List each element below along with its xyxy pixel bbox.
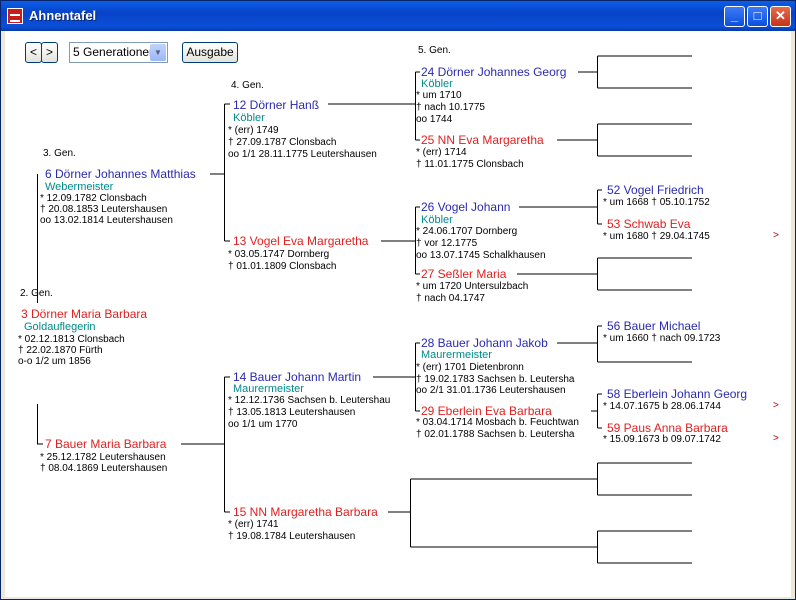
person-25-name[interactable]: 25 NN Eva Margaretha bbox=[421, 133, 544, 147]
person-14-occupation: Maurermeister bbox=[233, 383, 304, 395]
person-59-more-indicator[interactable]: > bbox=[773, 433, 779, 444]
person-14-name[interactable]: 14 Bauer Johann Martin bbox=[233, 370, 362, 384]
close-icon: ✕ bbox=[775, 8, 786, 23]
next-button[interactable]: > bbox=[41, 42, 58, 63]
person-29-name[interactable]: 29 Eberlein Eva Barbara bbox=[421, 404, 552, 418]
person-27-name[interactable]: 27 Seßler Maria bbox=[421, 267, 507, 281]
person-25-death: † 11.01.1775 Clonsbach bbox=[416, 159, 524, 170]
person-58-more-indicator[interactable]: > bbox=[773, 400, 779, 411]
person-12-birth: * (err) 1749 bbox=[228, 125, 279, 136]
person-26-marriage: oo 13.07.1745 Schalkhausen bbox=[416, 250, 546, 261]
person-26-name[interactable]: 26 Vogel Johann bbox=[421, 200, 511, 214]
person-14-marriage: oo 1/1 um 1770 bbox=[228, 419, 298, 430]
person-28-death: † 19.02.1783 Sachsen b. Leutersha bbox=[416, 374, 575, 385]
person-24-occupation: Köbler bbox=[421, 78, 453, 90]
person-28-occupation: Maurermeister bbox=[421, 349, 492, 361]
person-53-dates: * um 1680 † 29.04.1745 bbox=[603, 231, 710, 242]
person-13-birth: * 03.05.1747 Dornberg bbox=[228, 249, 330, 260]
minimize-button[interactable]: _ bbox=[724, 6, 745, 27]
person-7-death: † 08.04.1869 Leutershausen bbox=[40, 463, 168, 474]
minimize-icon: _ bbox=[730, 8, 739, 23]
person-53-more-indicator[interactable]: > bbox=[773, 230, 779, 241]
chevron-down-icon[interactable]: ▼ bbox=[150, 44, 166, 61]
output-button[interactable]: Ausgabe bbox=[182, 42, 238, 63]
close-button[interactable]: ✕ bbox=[770, 6, 791, 27]
person-59-dates: * 15.09.1673 b 09.07.1742 bbox=[603, 434, 721, 445]
generations-select[interactable]: 5 Generationen ▼ bbox=[69, 42, 168, 63]
person-52-name[interactable]: 52 Vogel Friedrich bbox=[607, 183, 704, 197]
person-14-birth: * 12.12.1736 Sachsen b. Leutershau bbox=[228, 395, 391, 406]
person-6-name[interactable]: 6 Dörner Johannes Matthias bbox=[45, 167, 196, 181]
title-bar[interactable]: Ahnentafel _ □ ✕ bbox=[1, 1, 795, 31]
person-28-marriage: oo 2/1 31.01.1736 Leutershausen bbox=[416, 385, 566, 396]
person-12-name[interactable]: 12 Dörner Hanß bbox=[233, 98, 320, 112]
person-15-death: † 19.08.1784 Leutershausen bbox=[228, 531, 356, 542]
person-27-death: † nach 04.1747 bbox=[416, 293, 485, 304]
pedigree-chart-area: < > 5 Generationen ▼ Ausgabe bbox=[5, 31, 791, 597]
person-15-name[interactable]: 15 NN Margaretha Barbara bbox=[233, 505, 378, 519]
person-6-occupation: Webermeister bbox=[45, 181, 114, 193]
person-25-birth: * (err) 1714 bbox=[416, 147, 467, 158]
person-24-death: † nach 10.1775 bbox=[416, 102, 485, 113]
maximize-icon: □ bbox=[753, 8, 762, 23]
person-24-name[interactable]: 24 Dörner Johannes Georg bbox=[421, 65, 567, 79]
person-24-marriage: oo 1744 bbox=[416, 114, 453, 125]
person-7-birth: * 25.12.1782 Leutershausen bbox=[40, 452, 166, 463]
person-52-dates: * um 1668 † 05.10.1752 bbox=[603, 197, 710, 208]
person-56-name[interactable]: 56 Bauer Michael bbox=[607, 319, 701, 333]
person-6-birth: * 12.09.1782 Clonsbach bbox=[40, 193, 147, 204]
person-56-dates: * um 1660 † nach 09.1723 bbox=[603, 333, 721, 344]
person-27-birth: * um 1720 Untersulzbach bbox=[416, 281, 529, 292]
person-3-marriage: o-o 1/2 um 1856 bbox=[18, 356, 91, 367]
person-26-occupation: Köbler bbox=[421, 214, 453, 226]
person-58-dates: * 14.07.1675 b 28.06.1744 bbox=[603, 401, 721, 412]
person-12-occupation: Köbler bbox=[233, 112, 265, 124]
person-28-name[interactable]: 28 Bauer Johann Jakob bbox=[421, 336, 548, 350]
person-28-birth: * (err) 1701 Dietenbronn bbox=[416, 362, 524, 373]
person-26-death: † vor 12.1775 bbox=[416, 238, 478, 249]
person-3-death: † 22.02.1870 Fürth bbox=[18, 345, 103, 356]
person-14-death: † 13.05.1813 Leutershausen bbox=[228, 407, 356, 418]
person-3-name[interactable]: 3 Dörner Maria Barbara bbox=[21, 307, 148, 321]
app-flag-icon bbox=[7, 8, 23, 24]
gen-label-4: 4. Gen. bbox=[231, 80, 264, 91]
person-7-name[interactable]: 7 Bauer Maria Barbara bbox=[45, 437, 167, 451]
pedigree-connector-lines bbox=[37, 55, 692, 564]
person-15-birth: * (err) 1741 bbox=[228, 519, 279, 530]
gen-label-3: 3. Gen. bbox=[43, 148, 76, 159]
generations-select-value: 5 Generationen bbox=[73, 45, 156, 59]
person-13-name[interactable]: 13 Vogel Eva Margaretha bbox=[233, 234, 369, 248]
person-6-death: † 20.08.1853 Leutershausen bbox=[40, 204, 168, 215]
person-24-birth: * um 1710 bbox=[416, 90, 462, 101]
person-13-death: † 01.01.1809 Clonsbach bbox=[228, 261, 337, 272]
maximize-button[interactable]: □ bbox=[747, 6, 768, 27]
person-3-birth: * 02.12.1813 Clonsbach bbox=[18, 334, 125, 345]
person-58-name[interactable]: 58 Eberlein Johann Georg bbox=[607, 387, 748, 401]
window-title: Ahnentafel bbox=[29, 8, 97, 23]
person-12-death: † 27.09.1787 Clonsbach bbox=[228, 137, 337, 148]
person-53-name[interactable]: 53 Schwab Eva bbox=[607, 217, 691, 231]
person-3-occupation: Goldauflegerin bbox=[24, 321, 96, 333]
person-12-marriage: oo 1/1 28.11.1775 Leutershausen bbox=[228, 149, 377, 160]
person-29-death: † 02.01.1788 Sachsen b. Leutersha bbox=[416, 429, 575, 440]
person-26-birth: * 24.06.1707 Dornberg bbox=[416, 226, 518, 237]
gen-label-2: 2. Gen. bbox=[20, 288, 53, 299]
person-6-marriage: oo 13.02.1814 Leutershausen bbox=[40, 215, 173, 226]
gen-label-5: 5. Gen. bbox=[418, 45, 451, 56]
person-29-birth: * 03.04.1714 Mosbach b. Feuchtwan bbox=[416, 417, 579, 428]
person-59-name[interactable]: 59 Paus Anna Barbara bbox=[607, 421, 728, 435]
